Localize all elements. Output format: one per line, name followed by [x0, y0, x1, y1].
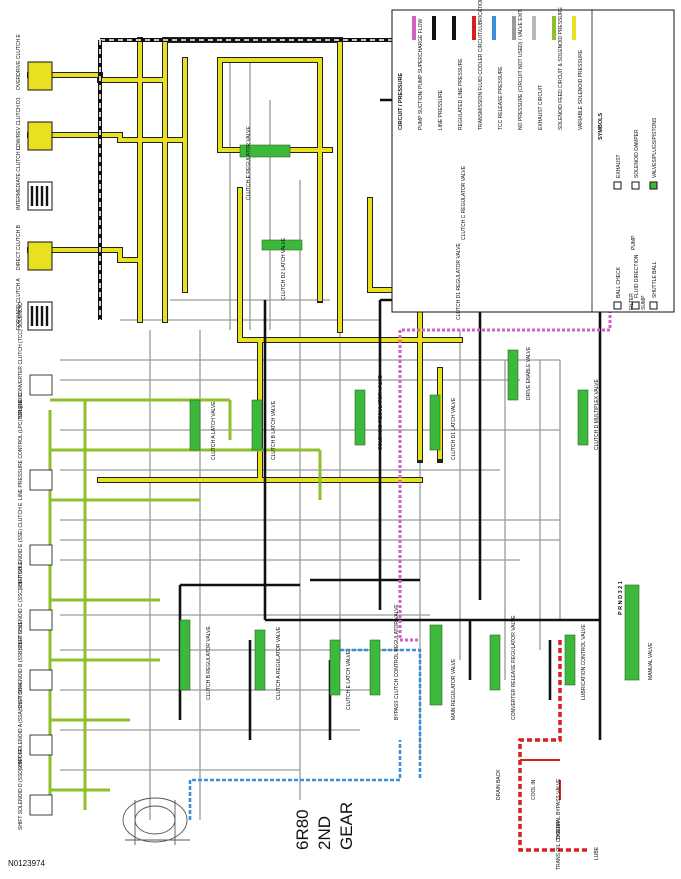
solenoid-label: SHIFT SOLENOID B (SSB) CLUTCH B [18, 622, 24, 710]
clutch-d1-symbol [27, 121, 53, 151]
legend-entry-label: TRANSMISSION FLUID COOLER CIRCUIT/LUBRIC… [478, 0, 484, 130]
legend-entry-label: PUMP SUCTION/ PUMP SUPERCHARGE FLOW [418, 19, 424, 130]
valve-labels: CLUTCH E REGULATOR VALVE CLUTCH D2 LATCH … [206, 126, 654, 720]
solenoid-label: LINE PRESSURE CONTROL (LPC) SOLENOID [18, 392, 24, 500]
clutch-label: LOW/REV CLUTCH D1 [16, 97, 22, 150]
solenoid-label: SHIFT SOLENOID D (SSD) ON/OFF [18, 748, 24, 830]
legend-entry-label: NO PRESSURE (CIRCUIT NOT USED) / VALVE E… [518, 10, 524, 130]
solenoid-label: SHIFT SOLENOID C (SSC) CLUTCH C [18, 561, 24, 650]
legend-box [391, 9, 675, 313]
clutch-a-symbol [27, 301, 53, 331]
clutch-label: OVERDRIVE CLUTCH E [16, 33, 22, 90]
filter-label: FILTER [629, 293, 635, 310]
title-line-1: 6R80 [293, 809, 312, 850]
valve-label: CONVERTER RELEASE REGULATOR VALVE [511, 615, 517, 720]
title-line-2: 2ND [315, 816, 334, 850]
component-labels: PUMP FILTER SUMP P R N D 3 2 1 THERMAL B… [496, 235, 647, 870]
clutch-labels: OVERDRIVE CLUTCH E LOW/REV CLUTCH D1INTER… [16, 33, 22, 330]
lube-label: LUBE [594, 846, 600, 860]
legend-entry-label: EXHAUST CIRCUIT [538, 85, 544, 130]
valve-label: CLUTCH A REGULATOR VALVE [276, 626, 282, 700]
valve-icon [649, 181, 658, 190]
valve-label: CLUTCH C REGULATOR VALVE [461, 165, 467, 240]
shuttle-ball-icon [649, 301, 658, 310]
legend-symbol-label: SOLENOID DAMPER [634, 129, 640, 178]
gray-exhaust-lines [60, 60, 561, 820]
clutch-label: DIRECT CLUTCH B [16, 224, 22, 270]
legend-entry-label: LINE PRESSURE [438, 89, 444, 130]
green-feed-lines [48, 398, 322, 810]
valve-label: LUBRICATION CONTROL VALVE [581, 624, 587, 700]
valve-label: CLUTCH E REGULATOR VALVE [246, 126, 252, 200]
solenoid-label: TORQUE CONVERTER CLUTCH (TCC) SOLENOID [18, 302, 24, 420]
torque-converter-symbol [122, 797, 190, 845]
legend-entries: CIRCUIT / PRESSURE PUMP SUCTION/ PUMP SUP… [398, 0, 584, 130]
solenoid-label: SHIFT SOLENOID E (SSE) CLUTCH E [18, 502, 24, 590]
valve-label: CLUTCH D1 REGULATOR VALVE [456, 242, 462, 320]
legend-symbol-label: FLUID DIRECTION [634, 254, 640, 298]
valve-label: CLUTCH E LATCH VALVE [346, 650, 352, 710]
valve-label: DRIVE ENABLE VALVE [526, 346, 532, 400]
clutch-b-symbol [27, 241, 53, 271]
clutch-c-symbol [27, 181, 53, 211]
solenoid-symbols [29, 374, 53, 816]
legend-symbol-label: EXHAUST [616, 154, 622, 178]
legend-entry-label: TCC RELEASE PRESSURE [498, 66, 504, 130]
valve-label: CLUTCH A LATCH VALVE [211, 401, 217, 460]
legend-symbol-label: VALVES/PLUGS/PISTONS [652, 117, 658, 178]
clutch-symbols [27, 61, 53, 331]
manual-valve-positions: P R N D 3 2 1 [618, 581, 624, 615]
cooler-label: TRANS OIL COOLER [556, 821, 562, 870]
sump-label: SUMP [641, 295, 647, 310]
legend-symbol-label: SHUTTLE BALL [652, 261, 658, 298]
legend-entry-label: REGULATED LINE PRESSURE [458, 58, 464, 130]
pump-label: PUMP [631, 235, 637, 250]
valve-label: BYPASS CLUTCH CONTROL REGULATOR VALVE [394, 604, 400, 720]
exhaust-icon [613, 181, 622, 190]
ball-check-icon [613, 301, 622, 310]
cooler-lube-line [518, 640, 590, 852]
legend-header: CIRCUIT / PRESSURE [398, 73, 404, 130]
legend-symbol-label: BALL CHECK [616, 266, 622, 298]
valve-label: CLUTCH B LATCH VALVE [271, 400, 277, 460]
arrow-icon [631, 301, 640, 310]
clutch-label: INTERMEDIATE CLUTCH C [16, 146, 22, 210]
valve-label: CLUTCH D MULTIPLEX VALVE [594, 378, 600, 450]
solenoid-labels: TORQUE CONVERTER CLUTCH (TCC) SOLENOIDLI… [18, 302, 24, 830]
legend-entry-label: VARIABLE SOLENOID PRESSURE [578, 49, 584, 130]
valve-label: CLUTCH B REGULATOR VALVE [206, 626, 212, 700]
valve-label: MANUAL VALVE [648, 642, 654, 680]
reference-code: N0123974 [8, 859, 45, 868]
solenoid-label: SHIFT SOLENOID A (SSA) CLUTCH A [18, 683, 24, 770]
title-line-3: GEAR [337, 802, 356, 850]
damper-icon [631, 181, 640, 190]
thermal-bypass-label: THERMAL BYPASS VALVE [556, 778, 562, 840]
valve-label: CLUTCH D2 LATCH VALVE [281, 237, 287, 300]
legend-symbols-header: SYMBOLS [598, 112, 604, 140]
clutch-label: FORWARD CLUTCH A [16, 278, 22, 330]
valve-label: SOLENOID REGULATOR VALVE [378, 375, 384, 450]
valve-label: CLUTCH D1 LATCH VALVE [451, 397, 457, 460]
tcc-release-line [188, 648, 422, 820]
drain-back-label: DRAIN BACK [496, 769, 502, 800]
legend-symbols: SYMBOLS BALL CHECK FLUID DIRECTION SHUTTLE … [598, 112, 658, 310]
legend-entry-label: SOLENOID FEED CIRCUIT & SOLENOID PRESSUR… [558, 6, 564, 130]
gear-title: 6R80 2ND GEAR [293, 802, 356, 850]
clutch-e-symbol [27, 61, 53, 91]
valve-label: MAIN REGULATOR VALVE [451, 658, 457, 720]
cool-in-label: COOL IN [531, 779, 537, 800]
